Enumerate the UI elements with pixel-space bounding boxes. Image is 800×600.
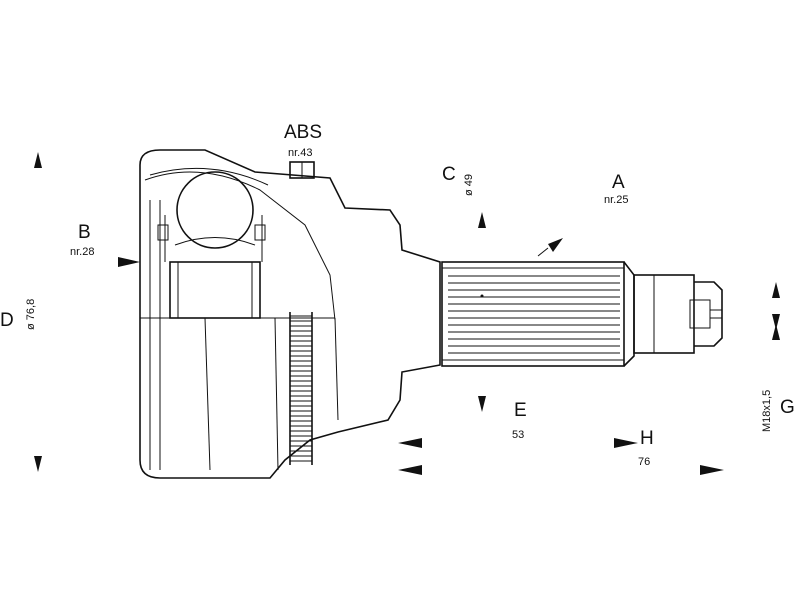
label-b-spec: nr.28 (70, 246, 94, 258)
threaded-stub (633, 274, 723, 354)
label-g: G (780, 397, 795, 418)
label-h-spec: 76 (638, 456, 650, 468)
arrow-a (548, 238, 563, 252)
outer-housing (139, 149, 441, 479)
labels: ABS nr.43 A nr.25 B nr.28 C ø 49 D ø 76,… (0, 122, 795, 468)
label-e: E (514, 400, 527, 421)
arrow-g-mid (772, 324, 780, 340)
label-abs-spec: nr.43 (288, 147, 312, 159)
label-c: C (442, 164, 456, 185)
dimension-arrows (34, 152, 780, 475)
label-d: D (0, 310, 14, 331)
arrow-e-left (398, 438, 422, 448)
label-b: B (78, 222, 91, 243)
label-c-spec: ø 49 (463, 174, 475, 196)
abs-tone-ring (289, 312, 313, 465)
arrow-d-bottom (34, 456, 42, 472)
arrow-h-right (700, 465, 724, 475)
arrow-g-top (772, 282, 780, 298)
arrow-e-right (614, 438, 638, 448)
arrow-c-bottom (478, 396, 486, 412)
label-e-spec: 53 (512, 429, 524, 441)
label-abs: ABS (284, 122, 322, 143)
label-a: A (612, 172, 625, 193)
label-a-spec: nr.25 (604, 194, 628, 206)
arrow-g-bottom (772, 314, 780, 330)
label-g-spec: M18x1,5 (761, 390, 773, 432)
inner-ball-cage (157, 171, 266, 319)
arrow-b (118, 257, 140, 267)
label-h: H (640, 428, 654, 449)
arrow-c-top (478, 212, 486, 228)
splined-shaft (441, 261, 635, 367)
abs-sensor-stub (289, 161, 315, 179)
arrow-d-top (34, 152, 42, 168)
label-d-spec: ø 76,8 (25, 299, 37, 330)
arrow-h-left (398, 465, 422, 475)
